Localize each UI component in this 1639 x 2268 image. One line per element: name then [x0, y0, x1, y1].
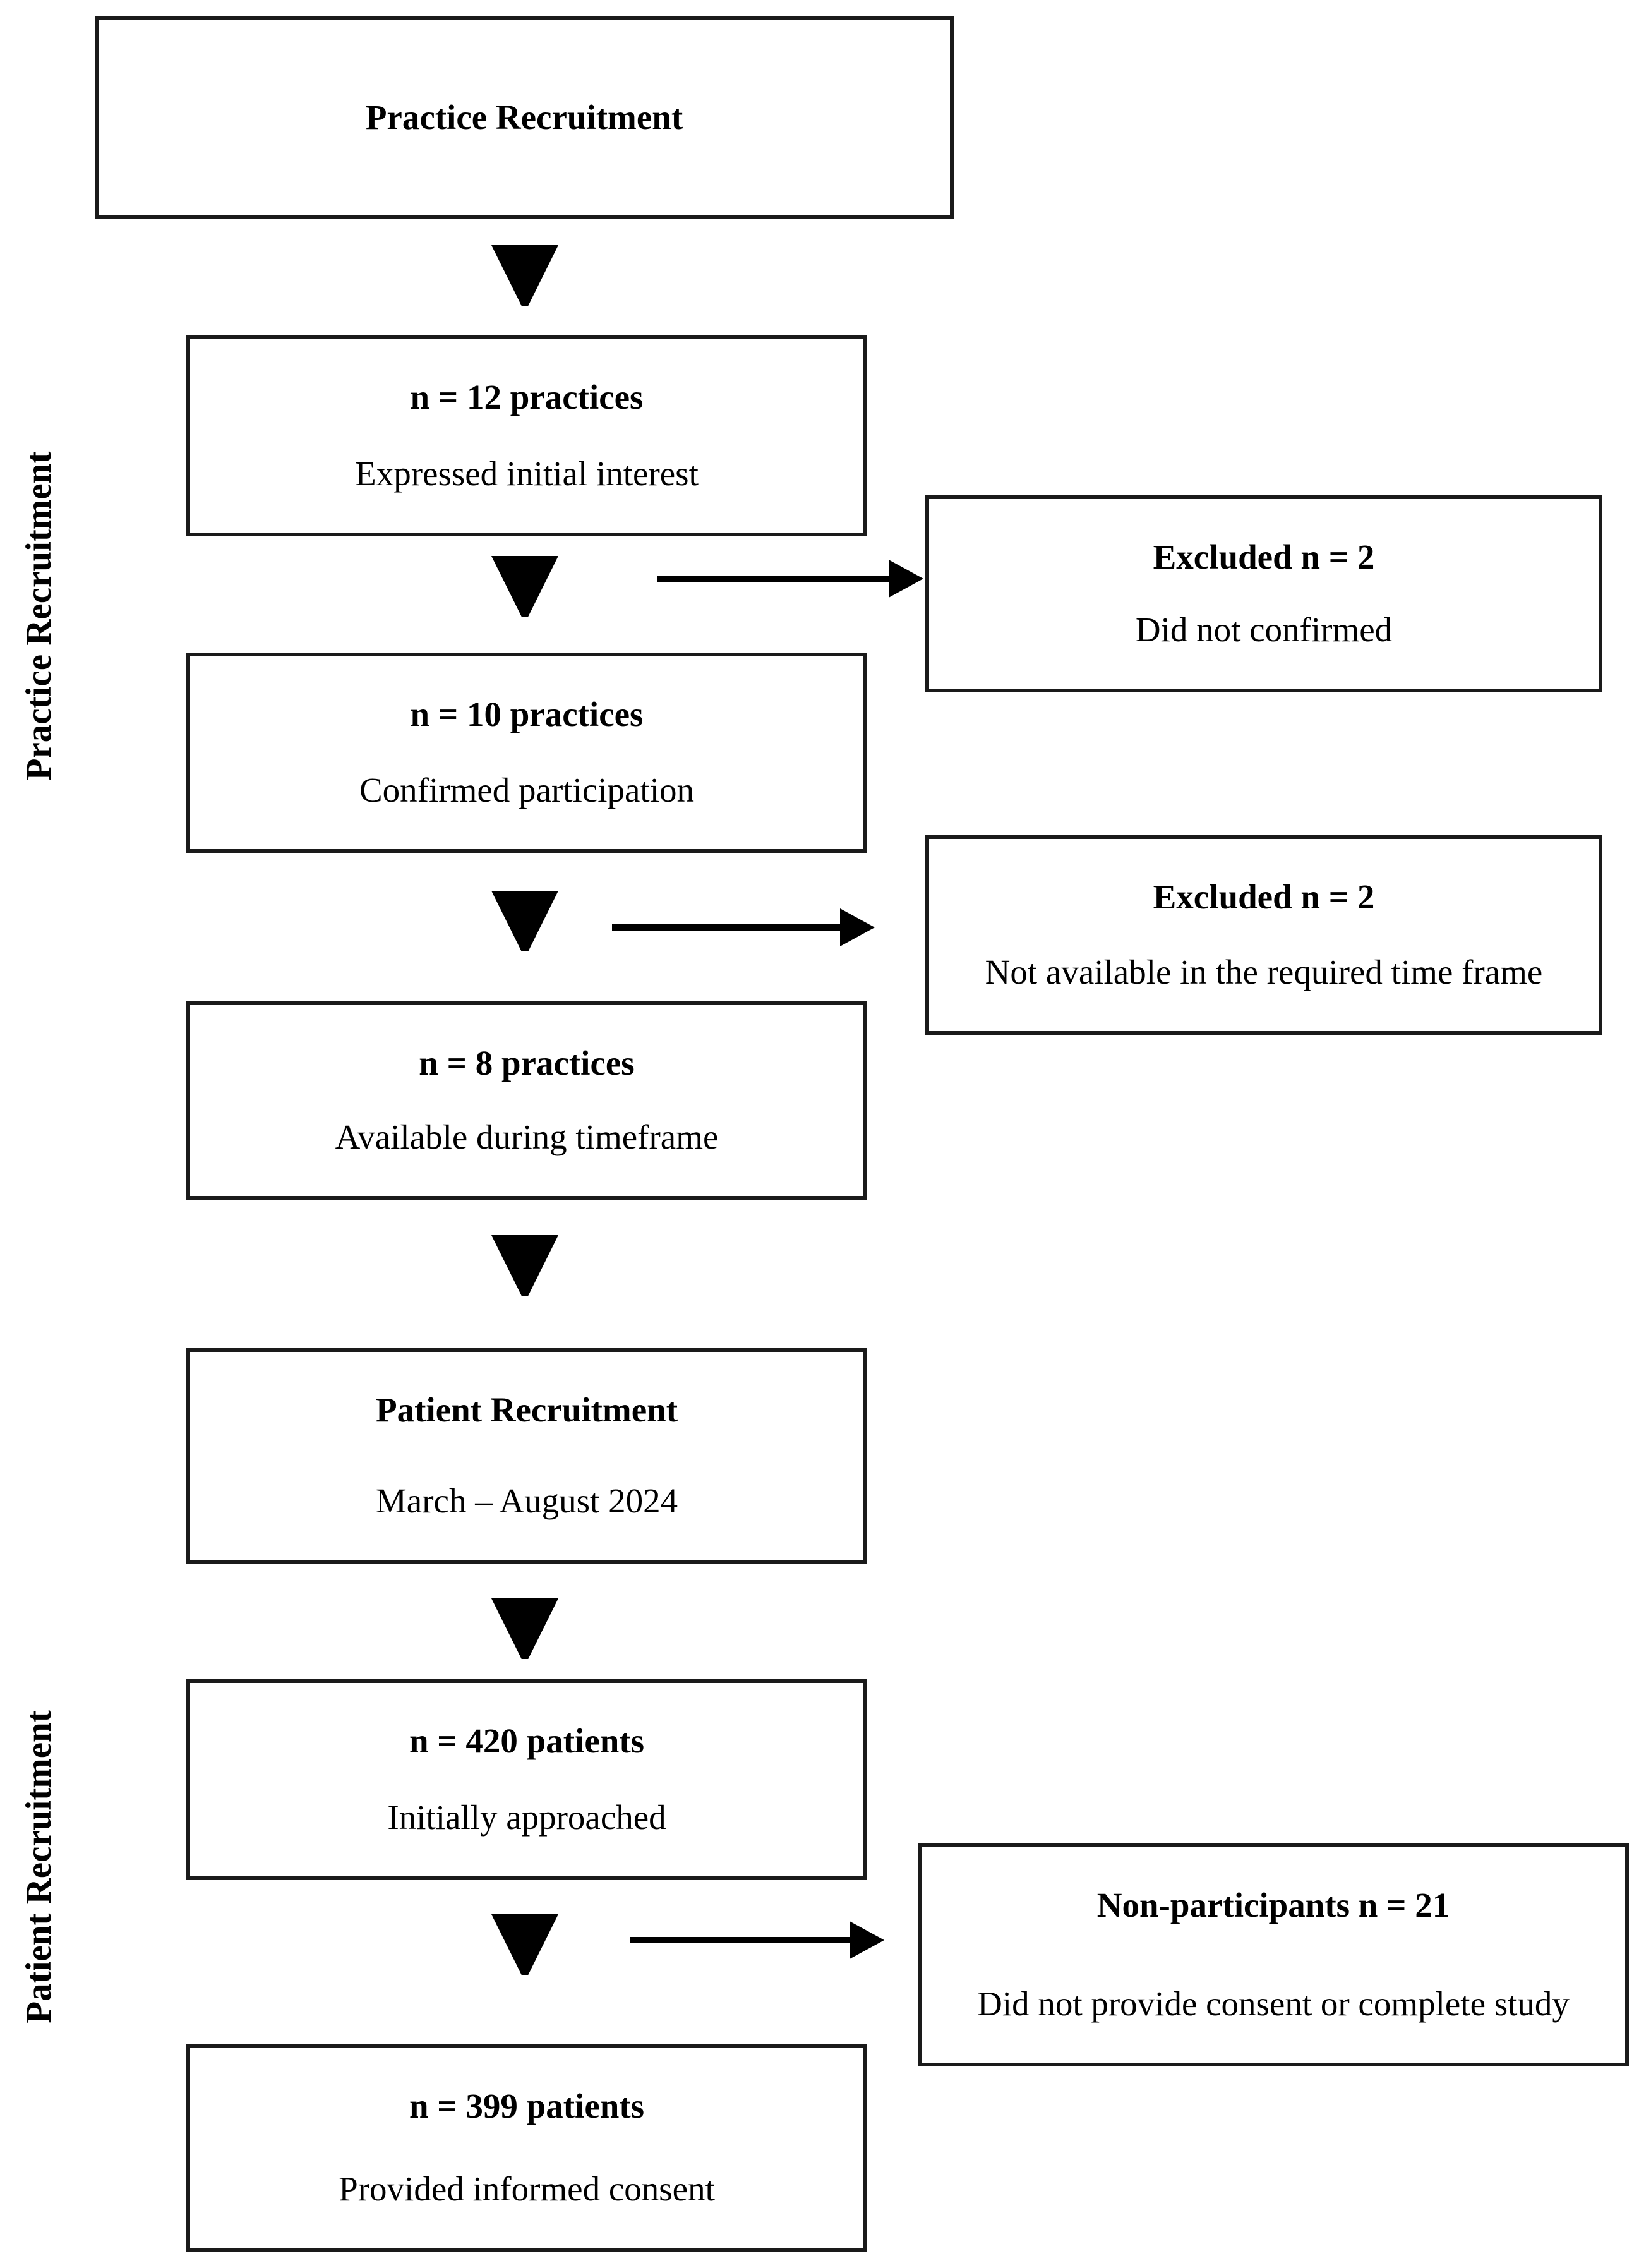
node-subtitle: Initially approached — [387, 1798, 666, 1837]
node-subtitle: Expressed initial interest — [355, 454, 699, 493]
node-patient-recruitment-header: Patient Recruitment March – August 2024 — [186, 1348, 867, 1564]
arrow-shaft — [612, 924, 846, 931]
node-title: Non-participants n = 21 — [1096, 1886, 1450, 1924]
arrow-head-icon — [850, 1921, 884, 1959]
node-n12-practices: n = 12 practices Expressed initial inter… — [186, 335, 867, 536]
node-title: Excluded n = 2 — [1153, 538, 1375, 576]
node-title: n = 10 practices — [410, 695, 644, 733]
down-arrow-icon — [491, 556, 558, 617]
exclusion-arrow — [630, 1921, 884, 1959]
down-arrow-icon — [491, 245, 558, 306]
node-excluded-did-not-confirm: Excluded n = 2 Did not confirmed — [925, 495, 1602, 692]
section-label-practice-recruitment: Practice Recruitment — [19, 451, 59, 781]
down-arrow-icon — [491, 891, 558, 951]
exclusion-arrow — [612, 908, 875, 946]
node-title: Patient Recruitment — [375, 1390, 678, 1429]
node-n10-practices: n = 10 practices Confirmed participation — [186, 653, 867, 853]
node-n420-patients: n = 420 patients Initially approached — [186, 1679, 867, 1880]
down-arrow-icon — [491, 1235, 558, 1296]
down-arrow-icon — [491, 1598, 558, 1659]
arrow-head-icon — [840, 908, 875, 946]
node-subtitle: March – August 2024 — [375, 1481, 678, 1521]
arrow-shaft — [630, 1937, 856, 1943]
section-label-patient-recruitment: Patient Recruitment — [19, 1710, 59, 2024]
node-practice-recruitment-header: Practice Recruitment — [95, 16, 954, 219]
node-title: Excluded n = 2 — [1153, 878, 1375, 916]
exclusion-arrow — [657, 560, 923, 598]
node-excluded-not-available: Excluded n = 2 Not available in the requ… — [925, 835, 1602, 1035]
node-title: n = 399 patients — [409, 2087, 645, 2125]
node-title: n = 8 practices — [419, 1044, 635, 1082]
node-n8-practices: n = 8 practices Available during timefra… — [186, 1001, 867, 1200]
node-title: Practice Recruitment — [365, 97, 683, 136]
node-n399-patients: n = 399 patients Provided informed conse… — [186, 2044, 867, 2252]
node-title: n = 12 practices — [410, 378, 644, 416]
node-subtitle: Did not provide consent or complete stud… — [977, 1984, 1570, 2024]
down-arrow-icon — [491, 1914, 558, 1975]
node-non-participants: Non-participants n = 21 Did not provide … — [918, 1843, 1629, 2066]
node-subtitle: Did not confirmed — [1135, 610, 1393, 649]
node-subtitle: Provided informed consent — [339, 2169, 715, 2209]
node-subtitle: Available during timeframe — [335, 1118, 719, 1157]
node-subtitle: Not available in the required time frame — [985, 953, 1543, 992]
node-title: n = 420 patients — [409, 1722, 645, 1760]
arrow-head-icon — [889, 560, 923, 598]
node-subtitle: Confirmed participation — [359, 771, 694, 810]
arrow-shaft — [657, 576, 895, 582]
